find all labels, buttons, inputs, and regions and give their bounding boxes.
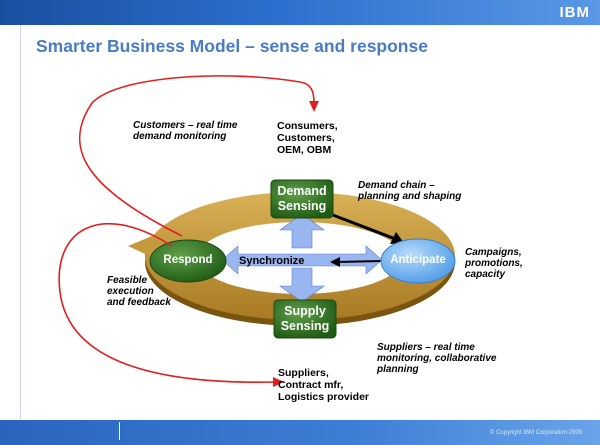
supply-sensing-box (273, 299, 337, 339)
respond-node (149, 239, 227, 283)
ibm-logo: IBM (559, 4, 590, 21)
footer-divider (119, 422, 120, 440)
slide-title: Smarter Business Model – sense and respo… (36, 36, 428, 56)
campaigns-text: Campaigns,promotions,capacity (465, 247, 523, 280)
respond-label: Respond (163, 254, 213, 266)
anticipate-label: Anticipate (390, 254, 446, 266)
red-arrowhead-bottom (273, 377, 284, 387)
flow-arrows (324, 210, 404, 267)
suppliers-text: Suppliers,Contract mfr,Logistics provide… (278, 367, 370, 403)
consumers-text: Consumers,Customers,OEM, OBM (277, 120, 338, 156)
slide-frame-line (20, 25, 21, 420)
footer-bar (0, 420, 600, 445)
red-feedback-arrows (58, 75, 315, 383)
anticipate-node (380, 238, 456, 284)
copyright-text: © Copyright IBM Corporation 2009 (489, 430, 582, 436)
demand-sensing-box (270, 179, 334, 219)
synchronize-label: Synchronize (239, 255, 305, 267)
red-arrowhead-top (309, 101, 319, 112)
demand-chain-text: Demand chain –planning and shaping (358, 180, 462, 202)
header-bar: IBM (0, 0, 600, 25)
